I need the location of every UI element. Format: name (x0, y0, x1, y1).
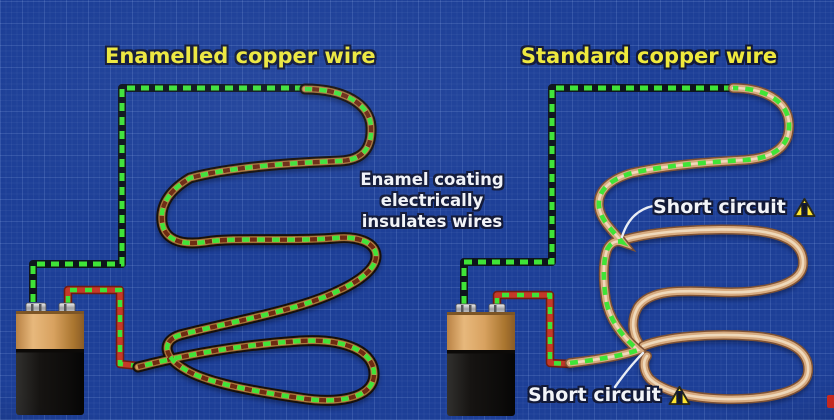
warning-exclamation-glyph: ! (802, 202, 808, 217)
annotation-line-1: Enamel coating (360, 170, 504, 189)
standard-wire-coil (565, 83, 814, 405)
left-panel-title: Enamelled copper wire (105, 44, 376, 68)
battery-right-top-section (447, 312, 515, 353)
enamel-annotation: Enamel coating electrically insulates wi… (352, 169, 512, 232)
battery-right (447, 303, 515, 416)
edge-red-fragment (827, 395, 834, 408)
right-panel-title: Standard copper wire (520, 44, 778, 68)
warning-triangle-icon: ! (793, 197, 816, 217)
battery-left-top-section (16, 311, 84, 352)
battery-left (16, 302, 84, 415)
annotation-line-2: electrically (380, 191, 484, 211)
enamelled-wire-coil (132, 83, 382, 406)
annotation-line-3: insulates wires (361, 212, 503, 232)
short-circuit-label-top: Short circuit ! (653, 196, 816, 218)
short-circuit-label-bottom: Short circuit ! (528, 384, 691, 406)
standard-current-strand-edge (565, 83, 794, 368)
battery-right-black-body (447, 351, 515, 416)
battery-left-black-body (16, 350, 84, 415)
short-circuit-bottom-text: Short circuit (528, 384, 661, 406)
warning-triangle-icon: ! (668, 385, 691, 405)
warning-exclamation-glyph: ! (677, 390, 683, 405)
enamel-coating-outline (132, 83, 382, 406)
short-circuit-top-text: Short circuit (653, 196, 786, 218)
